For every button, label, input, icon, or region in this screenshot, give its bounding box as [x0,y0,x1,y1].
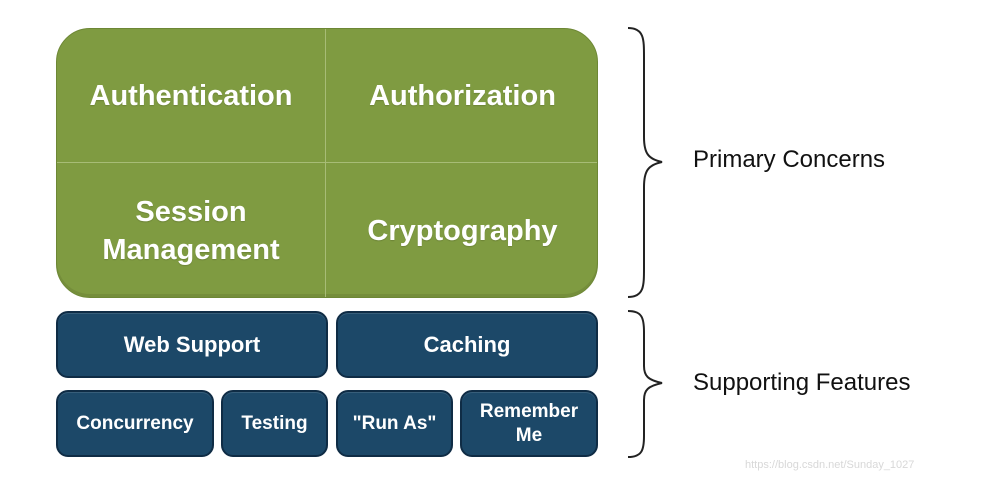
concurrency-box: Concurrency [56,390,214,457]
supporting-features-label: Supporting Features [693,369,911,396]
supporting-brace-icon [627,310,663,458]
primary-divider-horizontal [57,162,597,163]
primary-concerns-label: Primary Concerns [693,146,886,173]
primary-divider-vertical [325,29,326,297]
primary-brace-icon [627,27,663,298]
testing-box: Testing [221,390,328,457]
watermark-text: https://blog.csdn.net/Sunday_1027 [745,459,915,471]
authentication-cell: Authentication [89,79,293,112]
session-management-cell: Session Management [102,196,280,266]
web-support-box: Web Support [56,311,328,378]
primary-concerns-block: Authentication Authorization Session Man… [56,28,598,298]
authorization-cell: Authorization [369,79,556,112]
run-as-box: "Run As" [336,390,453,457]
caching-box: Caching [336,311,598,378]
cryptography-cell: Cryptography [367,215,558,247]
remember-me-box: Remember Me [460,390,598,457]
